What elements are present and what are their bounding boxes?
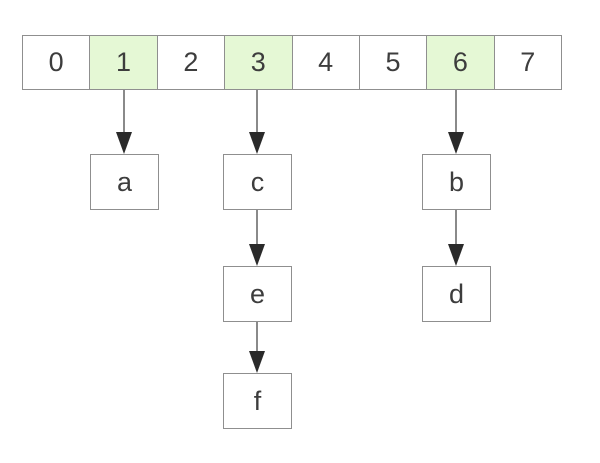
arrow-shaft (455, 90, 457, 135)
arrow-e-to-f (249, 322, 265, 373)
array-cell-6: 6 (427, 36, 495, 89)
arrow-down-icon (448, 244, 464, 266)
node-b: b (422, 154, 491, 210)
arrow-c-to-e (249, 210, 265, 266)
array-cell-2: 2 (157, 36, 226, 89)
hash-array: 0 1 2 3 4 5 6 7 (22, 35, 562, 90)
arrow-down-icon (448, 132, 464, 154)
node-d: d (422, 266, 491, 322)
node-c: c (223, 154, 292, 210)
arrow-shaft (455, 210, 457, 247)
arrow-down-icon (249, 351, 265, 373)
array-cell-0: 0 (23, 36, 91, 89)
arrow-shaft (256, 210, 258, 247)
array-cell-5: 5 (359, 36, 428, 89)
arrow-down-icon (249, 244, 265, 266)
node-a: a (90, 154, 159, 210)
array-cell-4: 4 (292, 36, 360, 89)
arrow-shaft (123, 90, 125, 135)
node-f: f (223, 373, 292, 429)
arrow-b-to-d (448, 210, 464, 266)
node-e: e (223, 266, 292, 322)
arrow-shaft (256, 322, 258, 354)
arrow-shaft (256, 90, 258, 135)
arrow-cell6-to-b (448, 90, 464, 154)
array-cell-7: 7 (494, 36, 561, 89)
arrow-cell1-to-a (116, 90, 132, 154)
arrow-down-icon (116, 132, 132, 154)
array-cell-3: 3 (225, 36, 293, 89)
arrow-down-icon (249, 132, 265, 154)
arrow-cell3-to-c (249, 90, 265, 154)
array-cell-1: 1 (90, 36, 158, 89)
